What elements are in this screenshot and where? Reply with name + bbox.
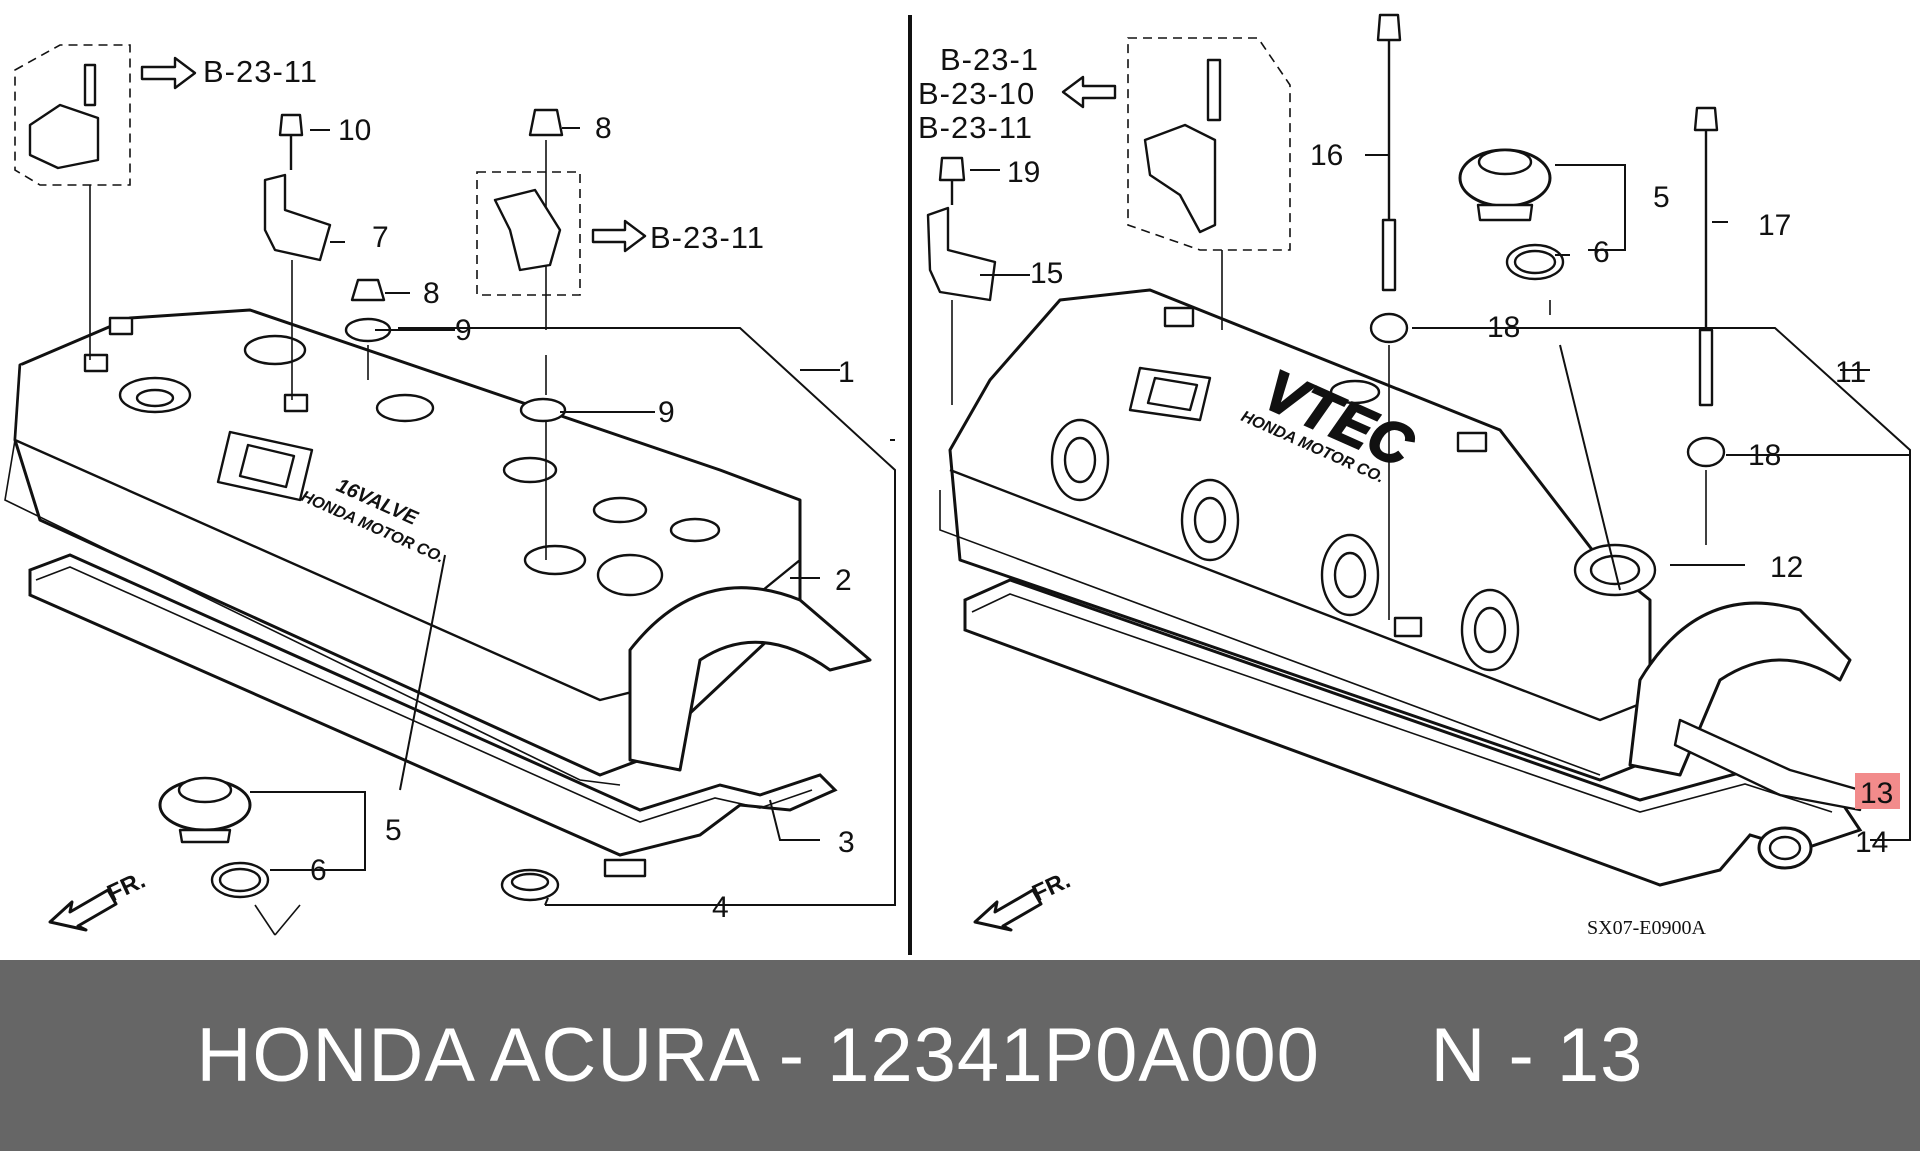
callout-10: 10 xyxy=(338,114,371,147)
callout-7: 7 xyxy=(372,221,389,254)
callout-15: 15 xyxy=(1030,257,1063,290)
callout-18-upper: 18 xyxy=(1487,311,1520,344)
callout-13: 13 xyxy=(1860,777,1893,810)
callout-8-upper: 8 xyxy=(595,112,612,145)
reference-b-23-11-clip: B-23-11 xyxy=(650,220,765,255)
right-panel: VTEC HONDA MOTOR CO. xyxy=(918,13,1911,939)
callout-16: 16 xyxy=(1310,139,1343,172)
callout-12: 12 xyxy=(1770,551,1803,584)
gasket-left xyxy=(28,553,838,857)
callout-4: 4 xyxy=(712,891,729,924)
callout-5-left: 5 xyxy=(385,814,402,847)
callout-8-lower: 8 xyxy=(423,277,440,310)
callout-19: 19 xyxy=(1007,156,1040,189)
callout-14: 14 xyxy=(1855,826,1888,859)
callout-11: 11 xyxy=(1835,356,1866,389)
gasket-right xyxy=(963,578,1863,887)
callout-9-upper: 9 xyxy=(455,314,472,347)
reference-b-23-11-right: B-23-11 xyxy=(918,110,1033,145)
callout-5-right: 5 xyxy=(1653,181,1670,214)
reference-b-23-10: B-23-10 xyxy=(918,76,1035,111)
callout-2: 2 xyxy=(835,564,852,597)
callout-13-highlight xyxy=(1855,773,1900,809)
callout-9-lower: 9 xyxy=(658,396,675,429)
reference-b-23-1: B-23-1 xyxy=(940,42,1039,77)
part-number-text: HONDA ACURA - 12341P0A000 N - 13 xyxy=(196,1013,1644,1098)
callout-6-right: 6 xyxy=(1593,236,1610,269)
drawing-code: SX07-E0900A xyxy=(1587,917,1706,939)
parts-diagram: 16VALVE HONDA MOTOR CO. xyxy=(4,13,1911,955)
left-panel: 16VALVE HONDA MOTOR CO. xyxy=(4,44,896,936)
callout-3: 3 xyxy=(838,826,855,859)
callout-18-lower: 18 xyxy=(1748,439,1781,472)
reference-b-23-11-top: B-23-11 xyxy=(203,54,318,89)
callout-6-left: 6 xyxy=(310,854,327,887)
part-number-banner: HONDA ACURA - 12341P0A000 N - 13 xyxy=(0,960,1920,1151)
callout-17: 17 xyxy=(1758,209,1791,242)
valve-cover-right xyxy=(948,288,1652,782)
callout-1: 1 xyxy=(838,356,855,389)
